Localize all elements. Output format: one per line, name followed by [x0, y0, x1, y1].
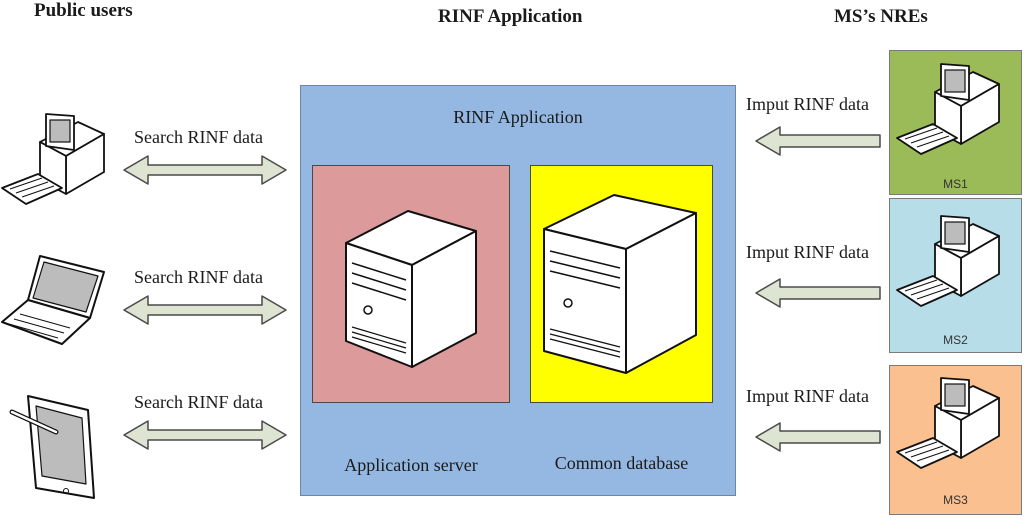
double-arrow-3 — [123, 420, 287, 450]
laptop-icon — [1, 255, 105, 345]
ms1-computer-icon — [896, 63, 1000, 155]
ms3-computer-icon — [896, 377, 1000, 469]
input-label-3: Imput RINF data — [746, 386, 869, 406]
input-label-1: Imput RINF data — [746, 94, 869, 114]
common-database-label: Common database — [554, 453, 689, 473]
ms2-label: MS2 — [943, 333, 968, 347]
input-label-2: Imput RINF data — [746, 242, 869, 262]
input-arrow-1 — [755, 126, 881, 156]
rinf-application-heading: RINF Application — [438, 6, 583, 27]
common-database-icon — [543, 194, 697, 374]
application-server-label: Application server — [344, 455, 478, 475]
search-label-3: Search RINF data — [134, 392, 263, 412]
ms-nres-heading: MS’s NREs — [834, 6, 928, 27]
desktop-computer-icon — [1, 113, 105, 205]
public-users-heading: Public users — [34, 0, 133, 21]
tablet-icon — [9, 395, 95, 499]
double-arrow-1 — [123, 155, 287, 185]
search-label-1: Search RINF data — [134, 127, 263, 147]
ms1-label: MS1 — [943, 177, 968, 191]
ms3-label: MS3 — [943, 493, 968, 507]
input-arrow-2 — [755, 278, 881, 308]
rinf-application-box-title: RINF Application — [453, 107, 583, 127]
application-server-icon — [345, 210, 477, 368]
double-arrow-2 — [123, 295, 287, 325]
input-arrow-3 — [755, 422, 881, 452]
search-label-2: Search RINF data — [134, 267, 263, 287]
ms2-computer-icon — [896, 215, 1000, 307]
